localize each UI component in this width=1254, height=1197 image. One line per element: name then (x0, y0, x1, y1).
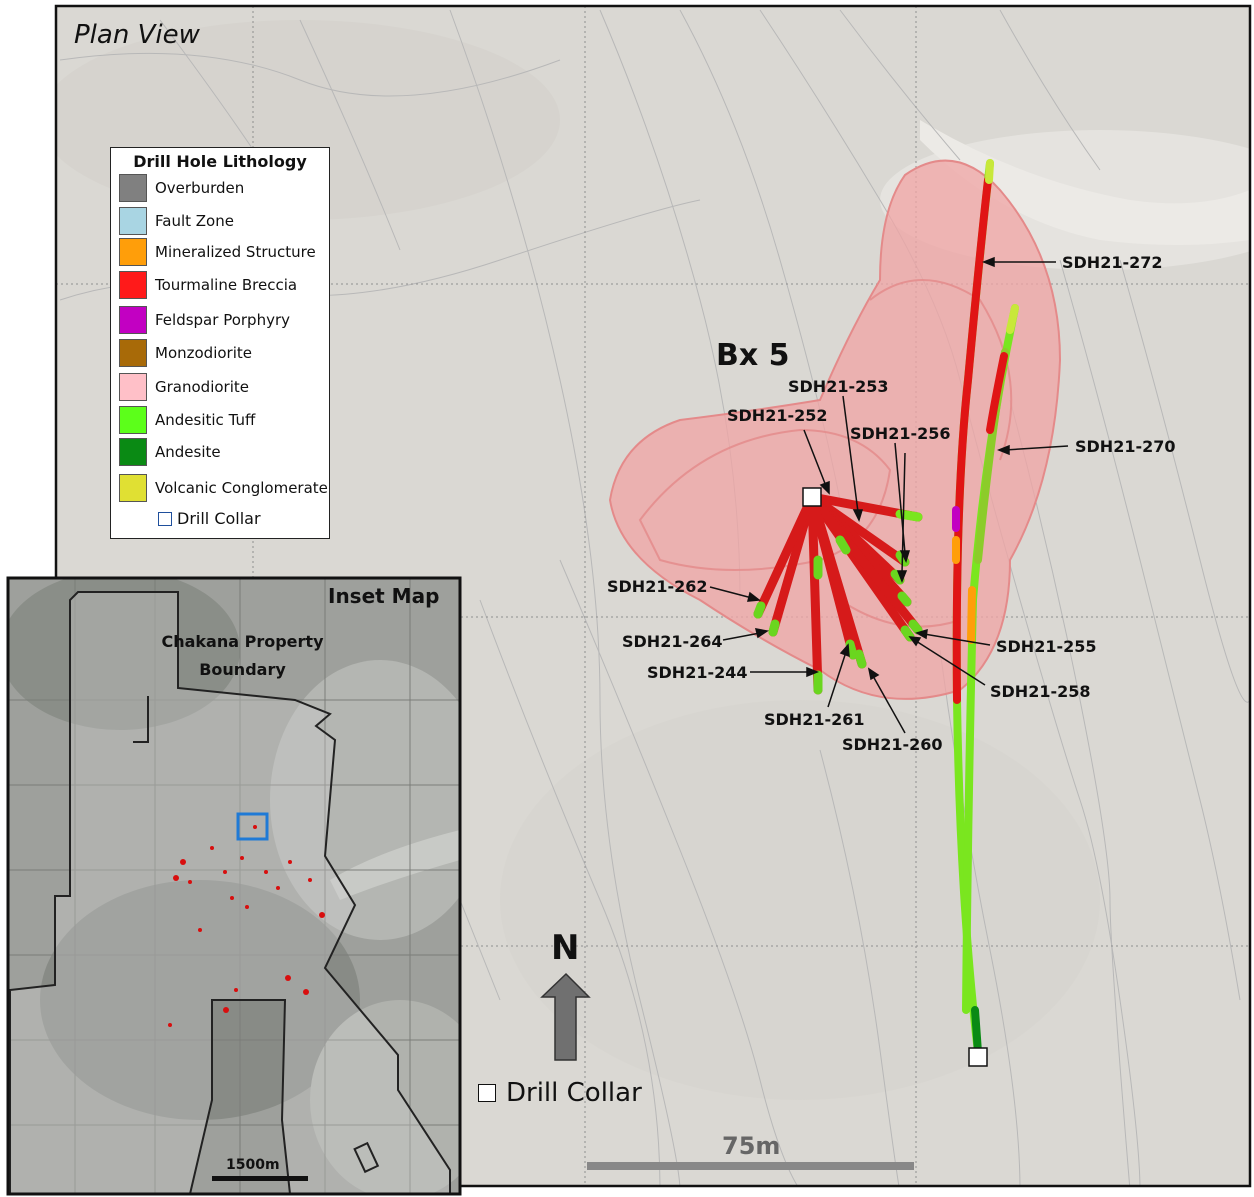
label-leaders (709, 256, 1069, 734)
legend-item-overburden: Overburden (119, 174, 244, 202)
inset-map (6, 576, 462, 1196)
drill-hole-label: SDH21-255 (996, 637, 1097, 656)
legend-swatch (119, 271, 147, 299)
legend-swatch (119, 174, 147, 202)
legend-item-volcanic-conglomerate: Volcanic Conglomerate (119, 474, 328, 502)
inset-location-box (236, 812, 269, 841)
property-label-line2: Boundary (199, 660, 286, 679)
map-title: Plan View (74, 20, 200, 50)
scale-bar (587, 1162, 914, 1170)
inset-scale-bar (212, 1176, 308, 1181)
drill-hole-label: SDH21-261 (764, 710, 865, 729)
legend-item-drill-collar: Drill Collar (158, 509, 261, 528)
legend-item-tourmaline-breccia: Tourmaline Breccia (119, 271, 297, 299)
legend-swatch (119, 306, 147, 334)
legend-swatch (119, 474, 147, 502)
north-arrow-icon (540, 972, 591, 1061)
drill-hole-label: SDH21-272 (1062, 253, 1163, 272)
breccia-body-bx5 (608, 159, 1062, 700)
drill-hole-label: SDH21-253 (788, 377, 889, 396)
property-label-line1: Chakana Property (161, 632, 324, 651)
legend-label: Drill Collar (177, 509, 261, 528)
legend-swatch (119, 238, 147, 266)
legend-label: Mineralized Structure (155, 243, 316, 261)
collar-legend-label: Drill Collar (506, 1078, 642, 1108)
inset-drill-points (168, 825, 325, 1027)
legend-item-andesitic-tuff: Andesitic Tuff (119, 406, 255, 434)
drill-collar-272 (968, 1047, 988, 1067)
drill-hole-label: SDH21-258 (990, 682, 1091, 701)
drill-hole-label: SDH21-252 (727, 406, 828, 425)
inset-scale-label: 1500m (226, 1157, 280, 1173)
drill-hole-label: SDH21-260 (842, 735, 943, 754)
drill-hole-label: SDH21-262 (607, 577, 708, 596)
scale-label: 75m (722, 1132, 781, 1160)
legend-item-mineralized-structure: Mineralized Structure (119, 238, 316, 266)
drill-collar-icon (158, 511, 172, 526)
legend-swatch (119, 438, 147, 466)
lithology-legend: Drill Hole Lithology Overburden Fault Zo… (110, 147, 330, 539)
legend-label: Volcanic Conglomerate (155, 479, 328, 497)
collar-legend: Drill Collar (478, 1078, 642, 1108)
property-boundary (9, 591, 451, 1194)
legend-label: Andesite (155, 443, 221, 461)
legend-item-feldspar-porphyry: Feldspar Porphyry (119, 306, 290, 334)
inset-title: Inset Map (328, 584, 440, 608)
north-label: N (551, 928, 580, 968)
legend-label: Fault Zone (155, 212, 234, 230)
legend-label: Tourmaline Breccia (155, 276, 298, 294)
drill-traces (753, 159, 1019, 1056)
legend-label: Feldspar Porphyry (155, 311, 290, 329)
legend-label: Overburden (155, 179, 245, 197)
legend-swatch (119, 373, 147, 401)
breccia-label: Bx 5 (716, 338, 790, 373)
drill-hole-label: SDH21-244 (647, 663, 748, 682)
drill-hole-label: SDH21-264 (622, 632, 723, 651)
drill-collar-bx5 (802, 487, 822, 507)
legend-swatch (119, 207, 147, 235)
legend-item-granodiorite: Granodiorite (119, 373, 249, 401)
legend-swatch (119, 406, 147, 434)
legend-item-fault-zone: Fault Zone (119, 207, 234, 235)
legend-label: Granodiorite (155, 378, 249, 396)
legend-title: Drill Hole Lithology (133, 152, 307, 171)
legend-label: Monzodiorite (155, 344, 252, 362)
property-boundary-label: Chakana Property Boundary (155, 628, 330, 684)
drill-hole-label: SDH21-256 (850, 424, 951, 443)
legend-item-andesite: Andesite (119, 438, 221, 466)
drill-hole-label: SDH21-270 (1075, 437, 1176, 456)
legend-label: Andesitic Tuff (155, 411, 256, 429)
drill-collar-icon (478, 1084, 496, 1102)
legend-item-monzodiorite: Monzodiorite (119, 339, 252, 367)
legend-swatch (119, 339, 147, 367)
